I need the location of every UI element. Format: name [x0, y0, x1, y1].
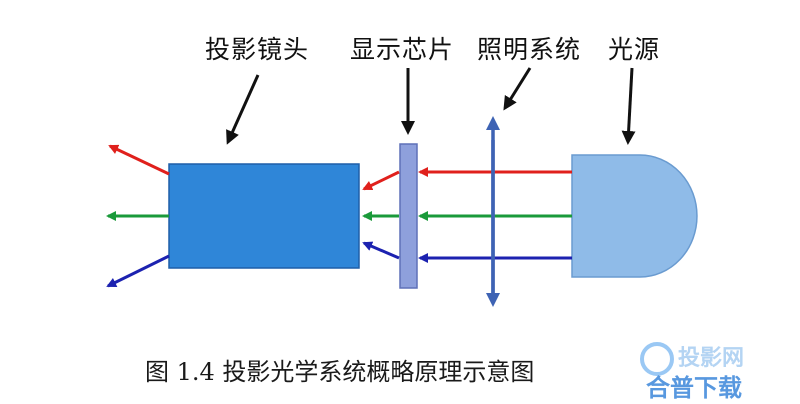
blue-ray-chip-lens	[362, 241, 400, 260]
watermark-circle-icon	[640, 342, 674, 376]
light-source-shape	[571, 154, 698, 278]
display-chip-plate	[399, 143, 418, 289]
watermark-logo: 投影网 合普下载	[618, 340, 798, 402]
label-projection-lens: 投影镜头	[205, 35, 310, 64]
pointer-arrow-lens	[226, 74, 260, 145]
red-ray-chip-lens	[362, 170, 400, 191]
blue-ray-output	[106, 254, 170, 288]
pointer-arrow-illumination	[503, 67, 532, 111]
watermark-bottom-text: 合普下载	[646, 374, 742, 402]
label-illumination-system: 照明系统	[477, 35, 582, 64]
red-ray-output	[108, 144, 170, 176]
label-light-source: 光源	[608, 35, 661, 64]
projection-lens-block	[168, 163, 360, 269]
figure-caption: 图 1.4 投影光学系统概略原理示意图	[145, 358, 535, 386]
label-display-chip: 显示芯片	[350, 35, 455, 64]
watermark-top-text: 投影网	[678, 346, 745, 371]
pointer-arrow-source	[621, 67, 636, 145]
